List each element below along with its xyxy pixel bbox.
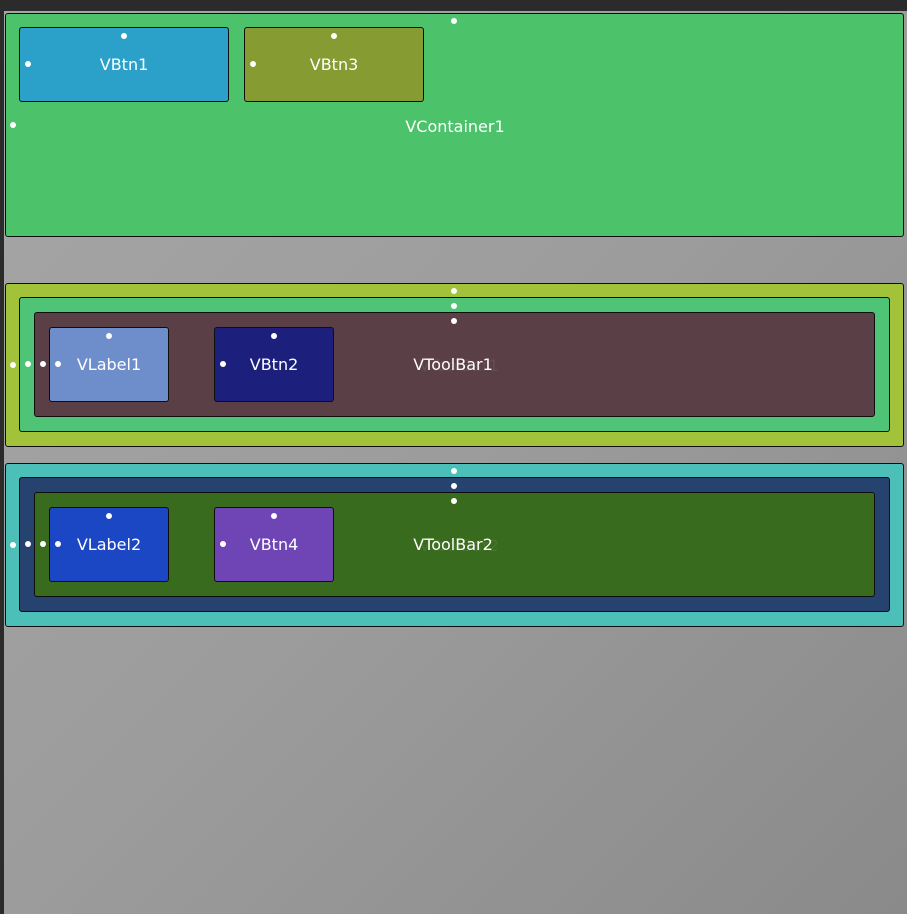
vbtn3-label: VBtn3 bbox=[309, 55, 359, 74]
anchor-dot[interactable] bbox=[250, 61, 256, 67]
vcontainer1-label: VContainer1 bbox=[405, 117, 505, 136]
anchor-dot[interactable] bbox=[220, 541, 226, 547]
anchor-dot[interactable] bbox=[25, 61, 31, 67]
anchor-dot[interactable] bbox=[121, 33, 127, 39]
vtoolbar2-inner[interactable]: VToolBar2 bbox=[34, 492, 875, 597]
vbtn3[interactable]: VBtn3 bbox=[244, 27, 424, 102]
vtoolbar1-ghost-label: VToolBar1 bbox=[419, 356, 499, 375]
anchor-dot[interactable] bbox=[10, 362, 16, 368]
anchor-dot[interactable] bbox=[271, 513, 277, 519]
anchor-dot[interactable] bbox=[106, 333, 112, 339]
anchor-dot[interactable] bbox=[451, 498, 457, 504]
vlabel2-label: VLabel2 bbox=[76, 535, 142, 554]
anchor-dot[interactable] bbox=[25, 541, 31, 547]
anchor-dot[interactable] bbox=[40, 541, 46, 547]
anchor-dot[interactable] bbox=[451, 18, 457, 24]
anchor-dot[interactable] bbox=[10, 122, 16, 128]
anchor-dot[interactable] bbox=[25, 361, 31, 367]
anchor-dot[interactable] bbox=[451, 303, 457, 309]
vtoolbar2-ghost-label: VToolBar2 bbox=[419, 536, 499, 555]
vbtn2-label: VBtn2 bbox=[249, 355, 299, 374]
anchor-dot[interactable] bbox=[451, 468, 457, 474]
anchor-dot[interactable] bbox=[55, 541, 61, 547]
vtoolbar1-inner[interactable]: VToolBar1 bbox=[34, 312, 875, 417]
vlabel1-label: VLabel1 bbox=[76, 355, 142, 374]
vlabel2[interactable]: VLabel2 bbox=[49, 507, 169, 582]
vlabel1[interactable]: VLabel1 bbox=[49, 327, 169, 402]
anchor-dot[interactable] bbox=[220, 361, 226, 367]
anchor-dot[interactable] bbox=[451, 483, 457, 489]
anchor-dot[interactable] bbox=[10, 542, 16, 548]
anchor-dot[interactable] bbox=[271, 333, 277, 339]
anchor-dot[interactable] bbox=[55, 361, 61, 367]
vtoolbar2-label: VToolBar2 bbox=[413, 535, 493, 554]
vtoolbar1-label: VToolBar1 bbox=[413, 355, 493, 374]
vbtn4[interactable]: VBtn4 bbox=[214, 507, 334, 582]
vbtn2[interactable]: VBtn2 bbox=[214, 327, 334, 402]
vbtn1[interactable]: VBtn1 bbox=[19, 27, 229, 102]
vbtn4-label: VBtn4 bbox=[249, 535, 299, 554]
anchor-dot[interactable] bbox=[106, 513, 112, 519]
design-canvas: VContainer1 VBtn1 VBtn3 VToolBar1 VToolB… bbox=[4, 11, 907, 914]
anchor-dot[interactable] bbox=[331, 33, 337, 39]
anchor-dot[interactable] bbox=[40, 361, 46, 367]
anchor-dot[interactable] bbox=[451, 318, 457, 324]
vbtn1-label: VBtn1 bbox=[99, 55, 149, 74]
anchor-dot[interactable] bbox=[451, 288, 457, 294]
